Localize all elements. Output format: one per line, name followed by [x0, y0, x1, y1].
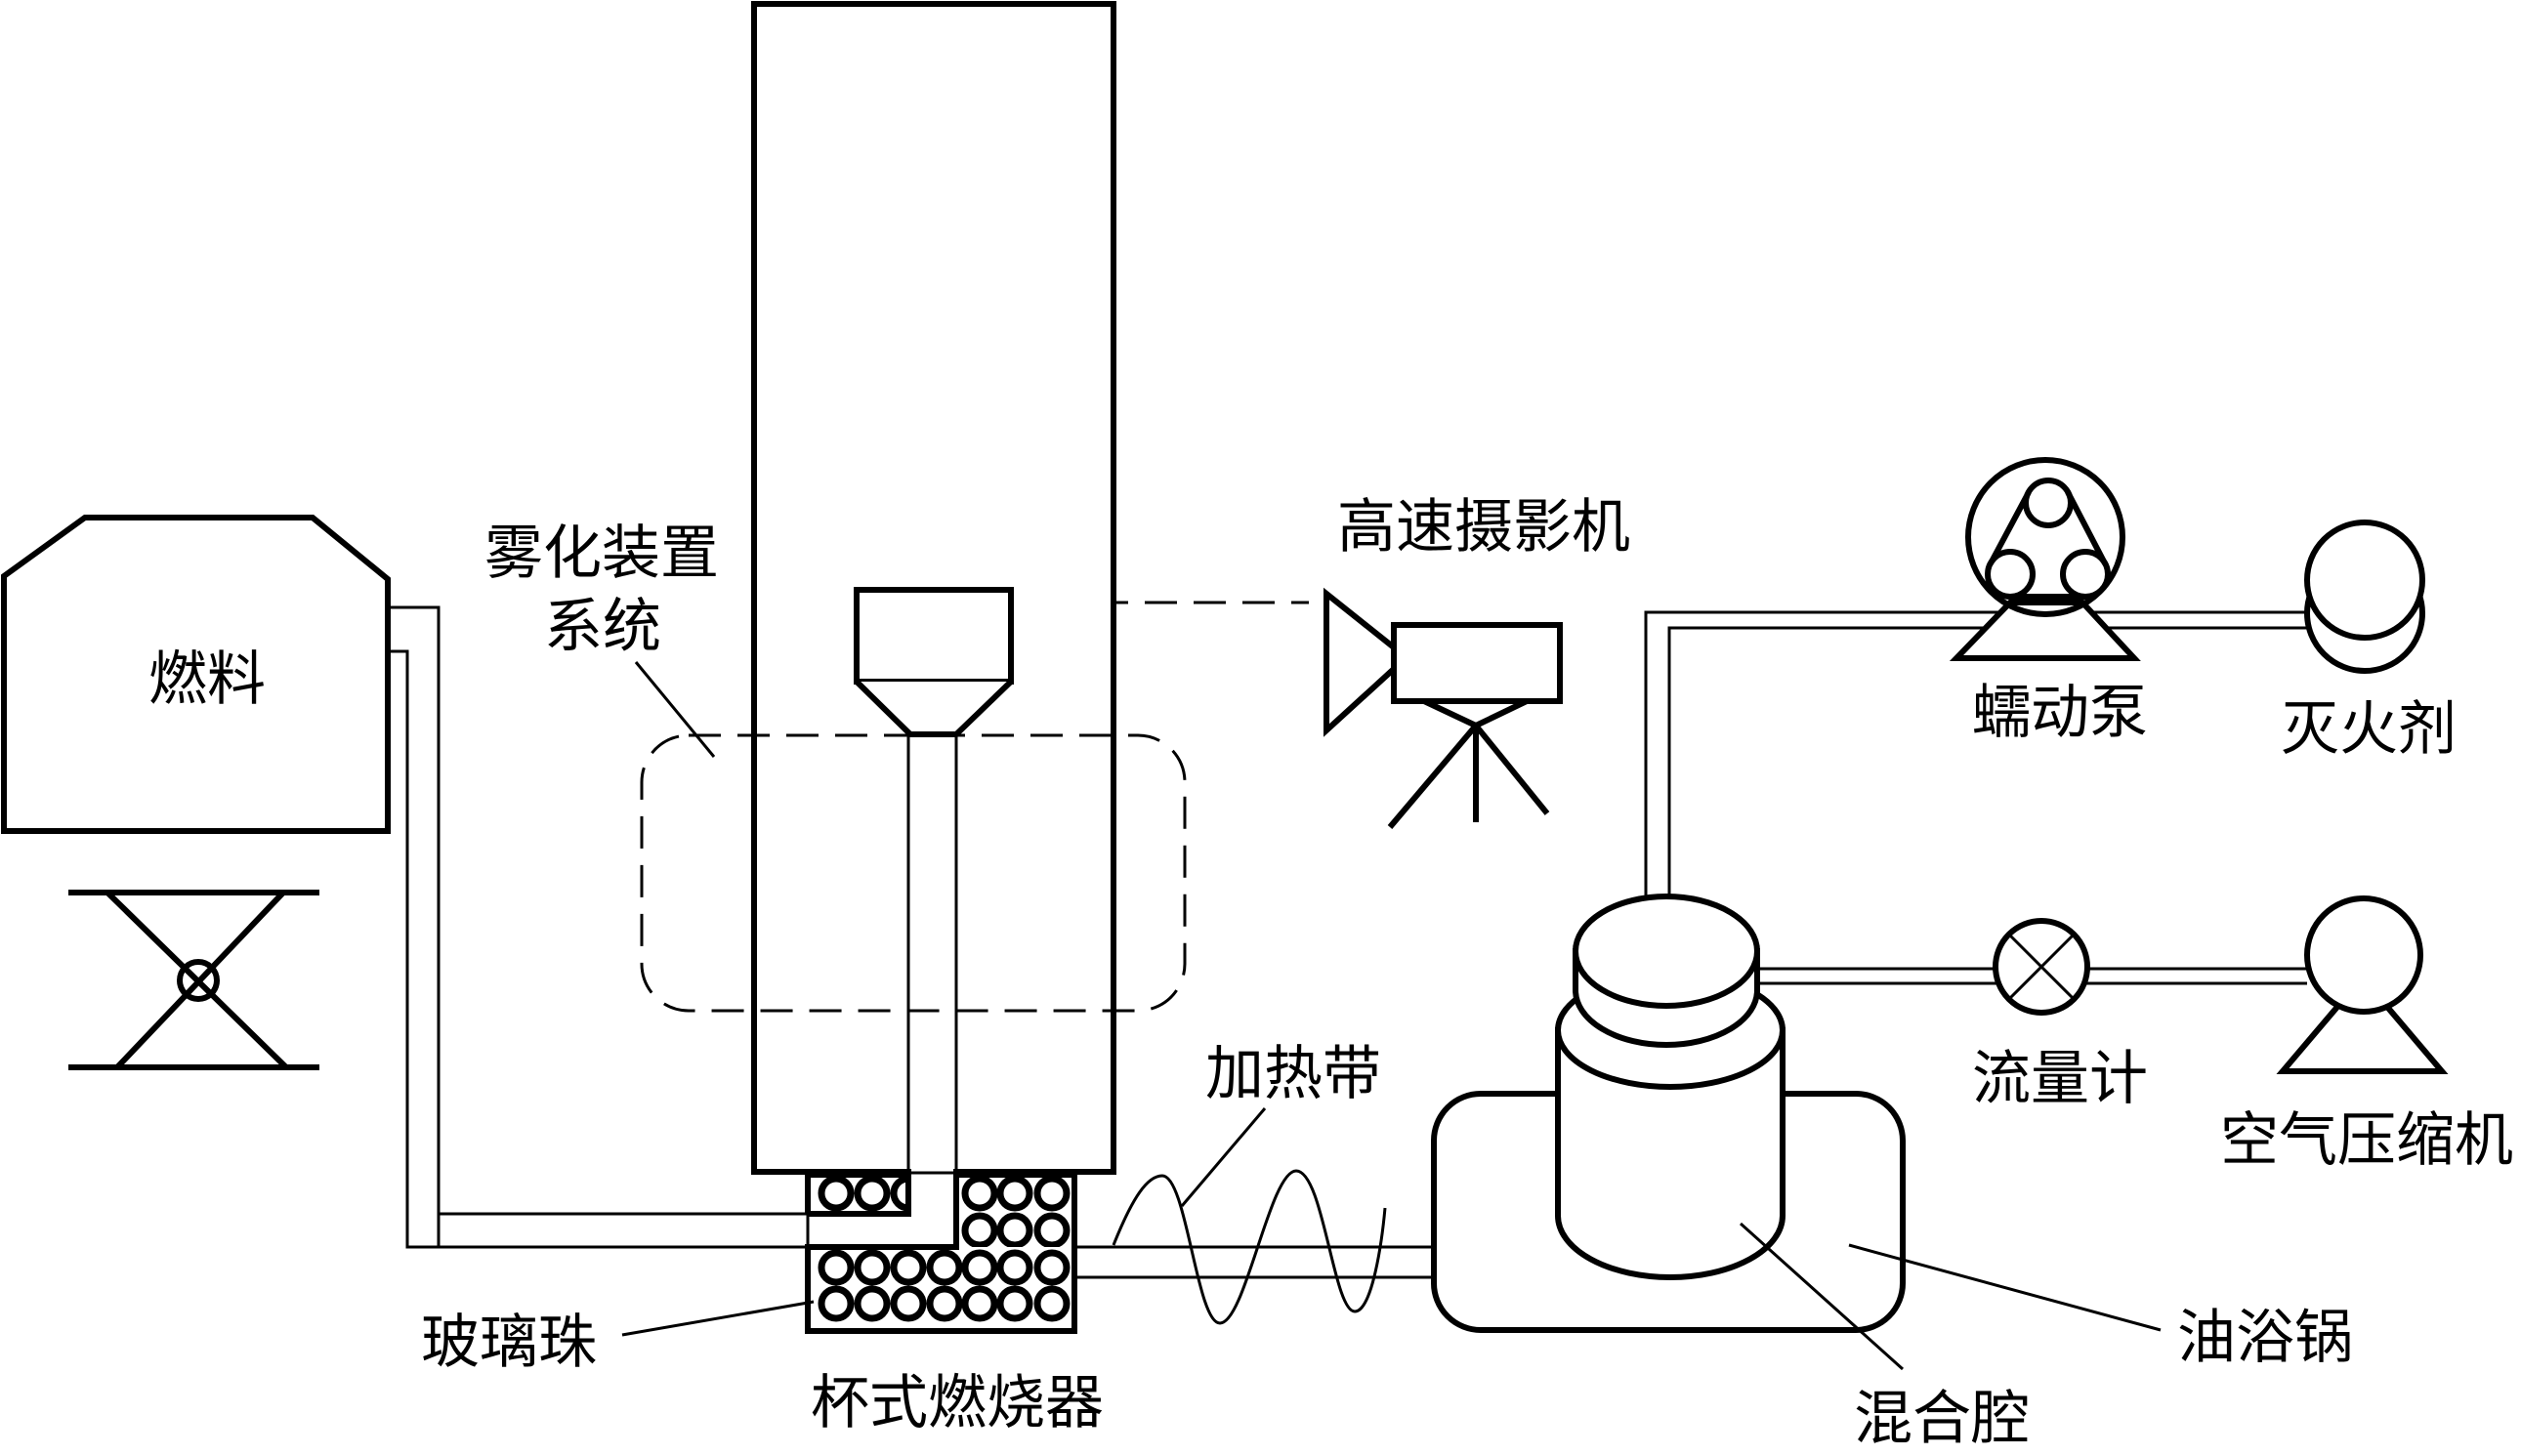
glass-bead — [854, 1175, 891, 1212]
fuel-tank — [1, 515, 391, 834]
glass-bead — [818, 1175, 855, 1212]
glass-bead — [996, 1285, 1033, 1322]
label-heating-tape: 加热带 — [1205, 1040, 1381, 1108]
label-flow-meter: 流量计 — [1972, 1045, 2148, 1113]
glass-bead — [926, 1285, 963, 1322]
glass-bead-group — [961, 1175, 1071, 1247]
heating-tape-coil — [1112, 1169, 1387, 1325]
glass-bead-group — [818, 1175, 908, 1212]
glass-bead — [961, 1285, 998, 1322]
label-extinguishing-agent: 灭火剂 — [2281, 695, 2457, 764]
glass-bead — [1033, 1212, 1071, 1247]
label-peristaltic-pump: 蠕动泵 — [1972, 679, 2148, 747]
atomizer-system-boundary — [640, 733, 1187, 1013]
glass-bead — [854, 1285, 891, 1322]
glass-bead-group — [818, 1249, 1071, 1322]
extinguishing-agent-icon — [2304, 520, 2425, 674]
leader-mixing-chamber — [1739, 1222, 1905, 1371]
peristaltic-pump-icon — [1949, 457, 2141, 661]
glass-bead — [996, 1175, 1033, 1212]
glass-bead — [854, 1249, 891, 1286]
label-oil-bath: 油浴锅 — [2177, 1304, 2353, 1372]
glass-bead — [818, 1249, 855, 1286]
glass-bead — [818, 1285, 855, 1322]
label-cup-burner: 杯式燃烧器 — [811, 1369, 1104, 1437]
label-high-speed-camera: 高速摄影机 — [1337, 493, 1630, 562]
glass-bead — [961, 1249, 998, 1286]
glass-bead — [996, 1249, 1033, 1286]
label-fuel: 燃料 — [148, 645, 266, 714]
label-mixing-chamber: 混合腔 — [1854, 1385, 2030, 1453]
glass-bead — [996, 1212, 1033, 1247]
label-glass-beads: 玻璃珠 — [421, 1309, 597, 1377]
glass-bead — [1033, 1175, 1071, 1212]
leader-glass-beads — [621, 1300, 815, 1337]
label-air-compressor: 空气压缩机 — [2220, 1106, 2513, 1175]
air-compressor-icon — [2276, 895, 2449, 1074]
glass-bead — [890, 1249, 927, 1286]
cup-burner — [805, 1168, 1077, 1334]
label-atomizer-system-line1: 雾化装置 — [484, 520, 719, 588]
glass-bead — [890, 1285, 927, 1322]
high-speed-camera-icon — [1324, 587, 1563, 829]
atomizer-nozzle — [854, 587, 1014, 1175]
leader-heating-tape — [1180, 1107, 1267, 1207]
fuel-pipe — [388, 605, 808, 1249]
leader-atomizer — [634, 661, 716, 758]
label-atomizer-system-line2: 系统 — [544, 593, 661, 661]
glass-bead — [926, 1249, 963, 1286]
leader-lines — [621, 661, 2162, 1371]
flow-meter-icon — [1993, 918, 2090, 1016]
mixing-chamber — [1555, 894, 1786, 1280]
glass-bead — [890, 1175, 908, 1212]
labels: 燃料 雾化装置 系统 高速摄影机 蠕动泵 灭火剂 流量计 空气压缩机 加热带 玻… — [148, 493, 2513, 1453]
glass-bead — [961, 1212, 998, 1247]
glass-bead — [1033, 1249, 1071, 1286]
lift-table-icon — [68, 890, 319, 1070]
glass-bead — [961, 1175, 998, 1212]
glass-bead — [1033, 1285, 1071, 1322]
leader-oil-bath — [1848, 1243, 2162, 1332]
